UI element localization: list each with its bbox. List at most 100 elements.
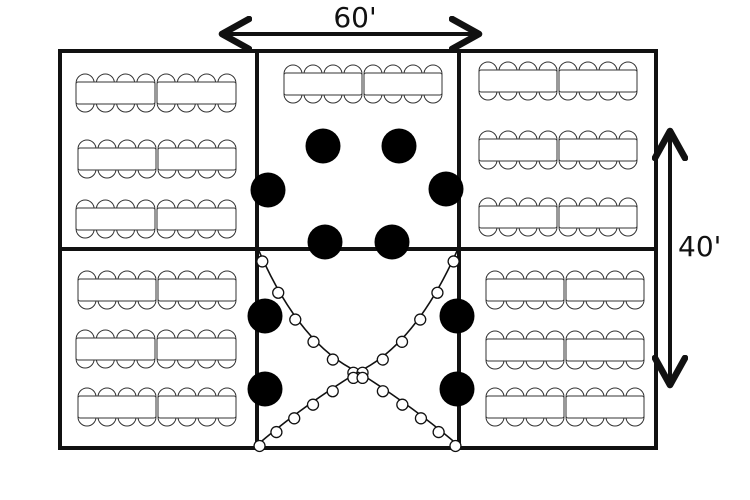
table-row: [478, 61, 638, 101]
banquet-table: [157, 270, 237, 310]
light-bulb: [306, 398, 320, 411]
table-top: [485, 395, 565, 419]
light-strand: [356, 250, 460, 379]
string-lights: [253, 250, 462, 453]
light-wire: [357, 250, 458, 373]
table-row: [283, 64, 443, 104]
banquet-table: [478, 130, 558, 170]
table-top: [478, 138, 558, 162]
banquet-table: [485, 270, 565, 310]
table-top: [156, 207, 237, 231]
table-top: [157, 147, 237, 171]
banquet-table: [77, 270, 157, 310]
width-dimension-label: 60': [333, 1, 376, 34]
table-top: [485, 338, 565, 362]
height-dimension-label: 40': [678, 230, 721, 263]
light-bulb: [414, 412, 428, 425]
banquet-table: [75, 329, 156, 369]
light-bulb: [326, 353, 340, 366]
table-top: [363, 72, 443, 96]
table-row: [77, 139, 237, 179]
light-bulb: [449, 439, 462, 453]
banquet-table: [565, 270, 645, 310]
banquet-table: [478, 61, 558, 101]
table-top: [156, 81, 237, 105]
banquet-table: [77, 387, 157, 427]
light-bulb: [256, 255, 269, 268]
table-top: [558, 69, 638, 93]
light-bulb: [270, 425, 283, 439]
pillar: [428, 171, 464, 207]
table-row: [478, 197, 638, 237]
light-strand: [253, 371, 360, 453]
table-top: [565, 338, 645, 362]
table-row: [77, 270, 237, 310]
table-top: [157, 278, 237, 302]
banquet-table: [558, 130, 638, 170]
banquet-table: [558, 61, 638, 101]
pillar: [374, 224, 410, 260]
table-row: [485, 387, 645, 427]
banquet-table: [156, 329, 237, 369]
banquet-table: [485, 387, 565, 427]
banquet-table: [565, 387, 645, 427]
height-dimension: 40': [670, 131, 721, 385]
light-bulb: [253, 439, 266, 453]
banquet-table: [283, 64, 363, 104]
banquet-table: [75, 73, 156, 113]
light-bulb: [288, 412, 301, 425]
light-bulb: [376, 353, 389, 366]
table-top: [75, 81, 156, 105]
table-row: [77, 387, 237, 427]
light-bulb: [396, 398, 409, 411]
table-top: [77, 278, 157, 302]
banquet-table: [485, 330, 565, 370]
pillar: [247, 371, 283, 407]
table-row: [485, 330, 645, 370]
pillar: [250, 172, 286, 208]
table-top: [77, 395, 157, 419]
table-top: [156, 337, 237, 361]
table-row: [75, 329, 237, 369]
width-dimension: 60': [222, 1, 479, 34]
table-row: [485, 270, 645, 310]
table-top: [558, 205, 638, 229]
banquet-table: [156, 199, 237, 239]
banquet-table: [363, 64, 443, 104]
banquet-table: [565, 330, 645, 370]
light-wire: [255, 371, 359, 447]
banquet-table: [157, 387, 237, 427]
table-row: [75, 199, 237, 239]
table-top: [283, 72, 363, 96]
banquet-table: [156, 73, 237, 113]
table-top: [157, 395, 237, 419]
table-top: [77, 147, 157, 171]
light-wire: [258, 250, 359, 373]
banquet-table: [77, 139, 157, 179]
light-bulb: [432, 425, 445, 439]
table-top: [485, 278, 565, 302]
banquet-table: [75, 199, 156, 239]
table-top: [478, 205, 558, 229]
table-top: [75, 337, 156, 361]
table-top: [558, 138, 638, 162]
banquet-tables: [75, 61, 645, 427]
pillar: [305, 128, 341, 164]
light-bulb: [431, 286, 444, 299]
pillar: [247, 298, 283, 334]
banquet-table: [478, 197, 558, 237]
pillar: [381, 128, 417, 164]
table-row: [75, 73, 237, 113]
table-row: [478, 130, 638, 170]
pillar: [307, 224, 343, 260]
light-bulb: [289, 313, 302, 326]
light-bulb: [356, 371, 369, 385]
pillar: [439, 298, 475, 334]
light-bulb: [307, 335, 320, 348]
banquet-table: [157, 139, 237, 179]
light-bulb: [395, 335, 409, 348]
pillar: [439, 371, 475, 407]
banquet-table: [558, 197, 638, 237]
light-bulb: [376, 385, 390, 398]
